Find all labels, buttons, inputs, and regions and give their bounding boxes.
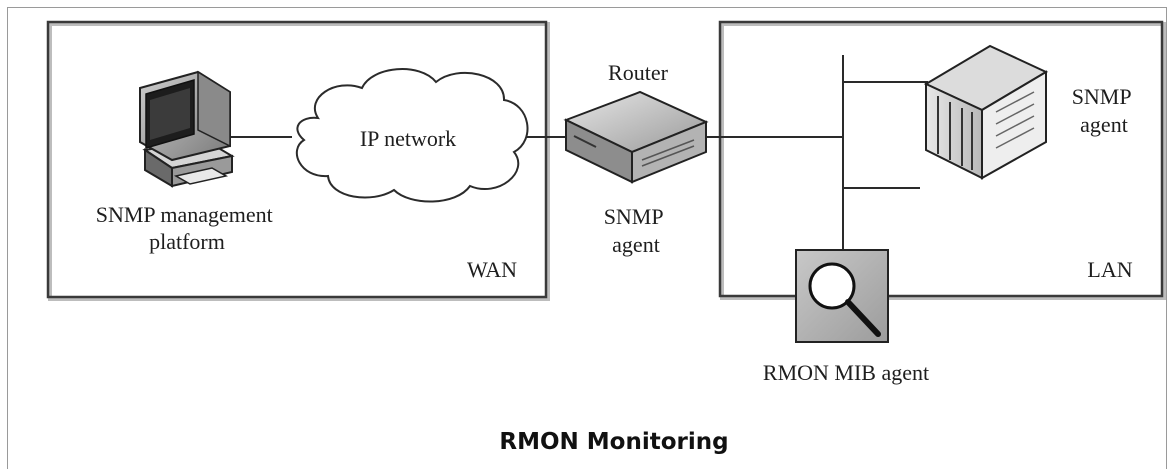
figure-frame — [7, 7, 1167, 469]
figure-caption: RMON Monitoring — [499, 429, 728, 455]
lan-zone — [718, 20, 1166, 300]
connection-lines — [228, 55, 928, 252]
router-agent-label-line2: agent — [612, 232, 660, 257]
workstation-icon — [139, 70, 235, 188]
ip-network-cloud — [295, 68, 529, 203]
router-agent-label: SNMP agent — [604, 204, 669, 257]
router-agent-label-line1: SNMP — [604, 204, 664, 229]
management-platform-label-line2: platform — [149, 229, 225, 254]
wan-label: WAN — [467, 257, 517, 282]
magnifier-icon — [808, 262, 856, 310]
lan-label: LAN — [1087, 257, 1132, 282]
management-platform-label-line1: SNMP management — [96, 202, 273, 227]
server-icon — [923, 44, 1049, 180]
rmon-agent-label: RMON MIB agent — [763, 360, 929, 385]
server-agent-label: SNMP agent — [1072, 84, 1137, 137]
server-agent-label-line2: agent — [1080, 112, 1128, 137]
wan-zone — [46, 20, 550, 301]
management-platform-label: SNMP management platform — [96, 202, 279, 254]
router-icon — [563, 90, 709, 184]
ip-network-label: IP network — [360, 126, 456, 151]
router-label: Router — [608, 60, 669, 85]
server-agent-label-line1: SNMP — [1072, 84, 1132, 109]
rmon-probe-icon — [795, 249, 889, 343]
